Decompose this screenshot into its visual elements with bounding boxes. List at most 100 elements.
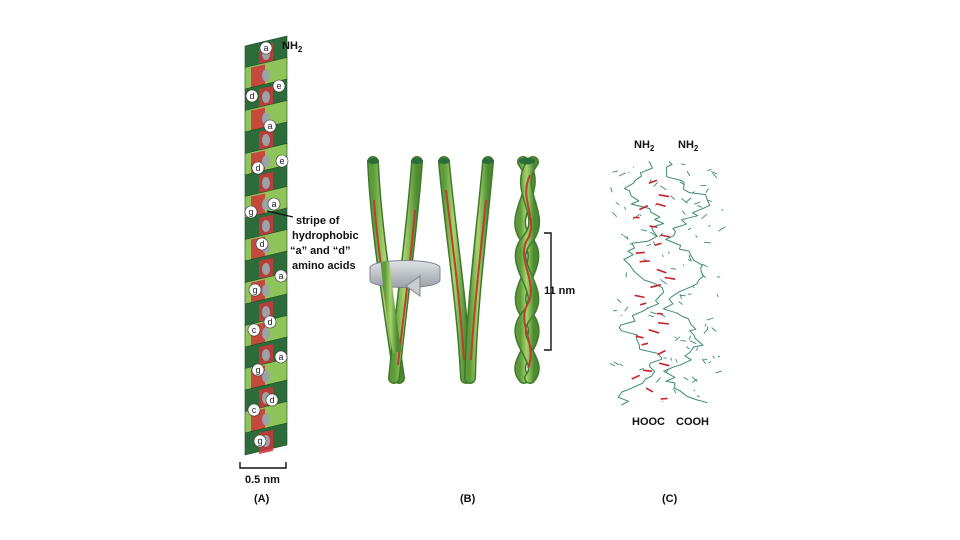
side-chain-bond bbox=[706, 188, 709, 192]
side-chain-bond bbox=[697, 347, 698, 351]
side-chain-bond bbox=[614, 362, 620, 365]
rod-end bbox=[438, 158, 450, 164]
panel-b-rods: 11 nm (B) bbox=[367, 158, 575, 506]
side-chain-bond bbox=[612, 171, 618, 172]
side-chain-bond bbox=[660, 279, 666, 284]
residue-marker: d bbox=[252, 162, 264, 174]
side-chain-bond bbox=[684, 377, 689, 380]
side-chain-bond bbox=[639, 368, 643, 370]
hydrophobic-bond bbox=[665, 278, 676, 280]
side-chain-bond bbox=[619, 173, 626, 176]
hydrophobic-bond bbox=[659, 195, 670, 197]
hydrophobic-bond bbox=[632, 375, 640, 379]
side-chain-bond bbox=[613, 310, 617, 311]
hydrophobic-bond bbox=[657, 269, 667, 273]
side-chain-bond bbox=[697, 396, 700, 397]
side-chain-bond bbox=[717, 294, 718, 297]
hydrophobic-bond bbox=[658, 323, 669, 324]
side-chain-bond bbox=[662, 401, 663, 402]
residue-letter: g bbox=[257, 436, 262, 446]
side-chain-bond bbox=[641, 230, 647, 231]
side-chain-bond bbox=[686, 198, 691, 203]
helix-core bbox=[262, 285, 270, 297]
residue-letter: a bbox=[263, 43, 268, 53]
side-chain-bond bbox=[647, 244, 651, 245]
side-chain-bond bbox=[694, 390, 695, 391]
residue-marker: a bbox=[275, 351, 287, 363]
side-chain-bond bbox=[663, 255, 664, 258]
side-chain-bond bbox=[689, 255, 691, 260]
side-chain-bond bbox=[703, 264, 708, 267]
hydrophobic-bond bbox=[661, 235, 671, 237]
side-chain-bond bbox=[703, 359, 707, 360]
helix-core bbox=[262, 349, 270, 361]
residue-marker: g bbox=[245, 206, 257, 218]
nh2-terminus-label: NH2 bbox=[282, 40, 303, 54]
residue-marker: d bbox=[264, 316, 276, 328]
side-chain-bond bbox=[721, 210, 723, 211]
residue-marker: g bbox=[254, 435, 266, 447]
helix-core bbox=[262, 263, 270, 275]
nh2-right-label: NH2 bbox=[678, 139, 699, 153]
helix-core bbox=[262, 177, 270, 189]
coiled-coil-rods bbox=[519, 158, 535, 379]
side-chain-bond bbox=[671, 269, 676, 270]
side-chain-bond bbox=[713, 356, 715, 358]
hydrophobic-bond bbox=[649, 330, 660, 333]
side-chain-bond bbox=[620, 364, 623, 366]
helix-core bbox=[262, 414, 270, 426]
side-chain-bond bbox=[647, 307, 648, 308]
rod-end bbox=[519, 158, 535, 165]
side-chain-bond bbox=[696, 235, 698, 238]
residue-marker: d bbox=[246, 90, 258, 102]
residue-letter: e bbox=[276, 81, 281, 91]
side-chain-bond bbox=[649, 315, 654, 317]
residue-marker: c bbox=[248, 404, 260, 416]
side-chain-bond bbox=[671, 358, 672, 361]
side-chain-bond bbox=[633, 219, 634, 220]
side-chain-bond bbox=[650, 312, 656, 314]
rod-pair-2 bbox=[438, 158, 494, 378]
panel-c-label: (C) bbox=[662, 493, 678, 505]
side-chain-bond bbox=[718, 227, 725, 232]
residue-marker: d bbox=[266, 394, 278, 406]
backbone-mesh bbox=[610, 161, 726, 405]
side-chain-bond bbox=[611, 188, 612, 193]
rod-end bbox=[411, 158, 423, 164]
nh2-left-label: NH2 bbox=[634, 139, 655, 153]
cooh-label: COOH bbox=[676, 416, 709, 428]
side-chain-bond bbox=[683, 265, 684, 266]
residue-marker: e bbox=[276, 155, 288, 167]
hydrophobic-bond bbox=[646, 388, 653, 392]
backbone-strand bbox=[663, 161, 709, 402]
panel-b-label: (B) bbox=[460, 493, 476, 505]
hydrophobic-bond bbox=[636, 252, 645, 253]
side-chain-bond bbox=[689, 336, 690, 340]
side-chain-bond bbox=[671, 196, 675, 200]
residue-letter: g bbox=[248, 207, 253, 217]
side-chain-bond bbox=[617, 299, 621, 302]
side-chain-bond bbox=[676, 359, 678, 363]
side-chain-bond bbox=[688, 228, 691, 230]
side-chain-bond bbox=[711, 172, 717, 174]
side-chain-bond bbox=[654, 182, 658, 186]
hydrophobic-bond bbox=[642, 343, 648, 345]
residue-letter: e bbox=[279, 156, 284, 166]
residue-letter: c bbox=[252, 405, 257, 415]
backbone-strand bbox=[618, 161, 663, 405]
panel-a-label: (A) bbox=[254, 493, 270, 505]
residue-letter: d bbox=[259, 239, 264, 249]
residue-marker: e bbox=[273, 80, 285, 92]
residue-marker: a bbox=[264, 120, 276, 132]
length-label: 11 nm bbox=[544, 285, 575, 297]
side-chain-bond bbox=[687, 171, 690, 176]
side-chain-bond bbox=[621, 234, 623, 235]
side-chain-bond bbox=[682, 198, 688, 203]
residue-letter: a bbox=[271, 199, 276, 209]
side-chain-bond bbox=[693, 286, 695, 288]
residue-marker: a bbox=[260, 42, 272, 54]
hydrophobic-bond bbox=[635, 295, 645, 297]
